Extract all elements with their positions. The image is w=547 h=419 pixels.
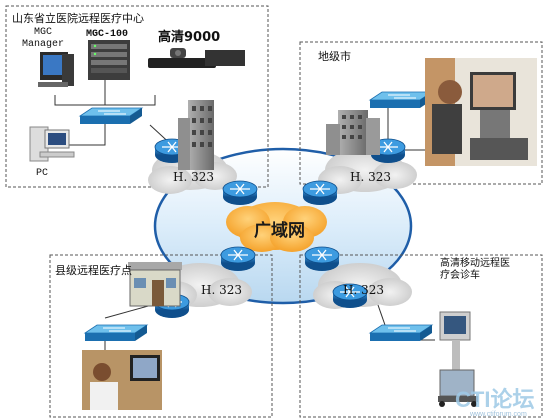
- h323-label: H. 323: [173, 170, 214, 184]
- router-icon: [302, 180, 338, 205]
- region-mobile-box: [299, 254, 543, 418]
- video-terminal-icon: [425, 58, 537, 166]
- router-icon: [220, 246, 256, 271]
- router-icon: [304, 246, 340, 271]
- router-icon: [332, 283, 368, 308]
- server-icon: [38, 52, 74, 87]
- region-county-box: [49, 254, 273, 418]
- region-city-title: 地级市: [318, 50, 351, 63]
- region-mobile-title: 高清移动远程医 疗会诊车: [440, 258, 510, 281]
- building-icon: [326, 110, 380, 155]
- mgc-100-label: MGC-100: [86, 29, 129, 40]
- switch-icon: [368, 324, 434, 341]
- hd9000-label: 高清9000: [158, 30, 221, 45]
- svg-text:www.ctiforum.com: www.ctiforum.com: [469, 411, 527, 418]
- pc-icon: [29, 126, 75, 162]
- pc-label: PC: [36, 168, 49, 179]
- switch-icon: [78, 107, 144, 124]
- mobile-cart-icon: [438, 311, 478, 407]
- mgc-manager-label: MGC Manager: [22, 27, 65, 50]
- cloud-icon: [318, 148, 417, 194]
- switch-icon: [83, 324, 149, 341]
- router-icon: [222, 180, 258, 205]
- clinic-icon: [128, 262, 182, 307]
- wan-label: 广域网: [254, 221, 305, 241]
- svg-text:CTI论坛: CTI论坛: [455, 387, 534, 412]
- h323-label: H. 323: [201, 283, 242, 297]
- region-provincial-title: 山东省立医院远程医疗中心: [12, 12, 144, 25]
- server-icon: [88, 40, 130, 80]
- region-county-title: 县级远程医疗点: [55, 264, 132, 277]
- region-city-box: [299, 41, 543, 185]
- video-terminal-icon: [148, 48, 245, 68]
- region-provincial-box: [5, 5, 269, 188]
- h323-label: H. 323: [343, 283, 384, 297]
- building-icon: [178, 100, 214, 170]
- h323-label: H. 323: [350, 170, 391, 184]
- wan-cloud: [226, 202, 327, 252]
- video-terminal-icon: [82, 350, 162, 410]
- watermark-logo: CTI论坛 www.ctiforum.com: [455, 387, 534, 418]
- switch-icon: [368, 91, 434, 108]
